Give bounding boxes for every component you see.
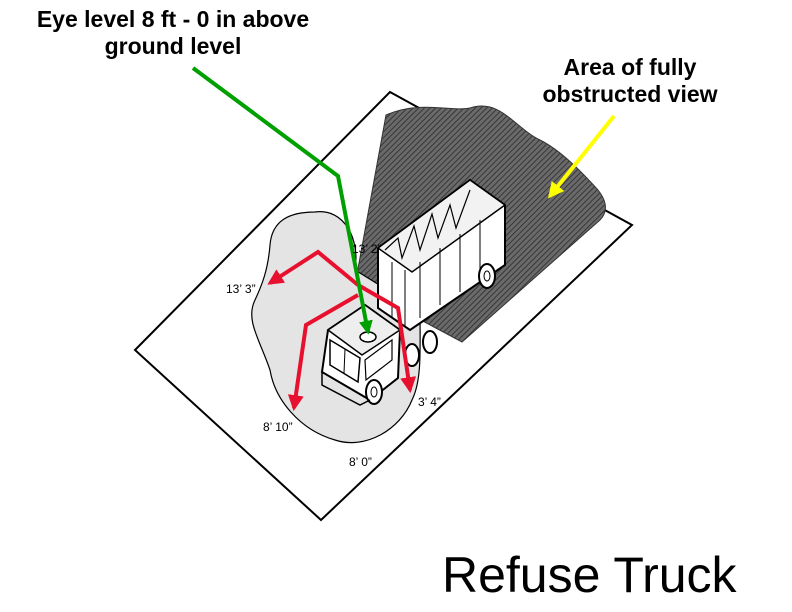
obstructed-line1: Area of fully (563, 54, 697, 80)
truck-icon (320, 178, 507, 406)
sightline-left-lower-arrow (287, 293, 359, 412)
dimension-left-lower: 8’ 10” (263, 420, 293, 434)
eye-level-callout: Eye level 8 ft - 0 in above ground level (8, 6, 338, 60)
dimension-front-upper: 13’ 2” (352, 242, 382, 256)
diagram-title: Refuse Truck (442, 547, 737, 603)
sightline-right-lower-arrow (357, 283, 417, 394)
obstructed-line2: obstructed view (542, 81, 718, 107)
eye-level-arrow (191, 66, 373, 335)
eye-level-line2: ground level (104, 33, 242, 59)
obstructed-view-arrow (548, 114, 616, 199)
dimension-left-upper: 13’ 3” (226, 282, 256, 296)
dimension-right-lower: 3’ 4” (418, 395, 441, 409)
eye-level-line1: Eye level 8 ft - 0 in above (36, 6, 310, 32)
obstructed-view-callout: Area of fully obstructed view (515, 54, 745, 108)
sightline-left-upper-arrow (267, 249, 360, 287)
dimension-front-lower: 8’ 0” (349, 455, 372, 469)
